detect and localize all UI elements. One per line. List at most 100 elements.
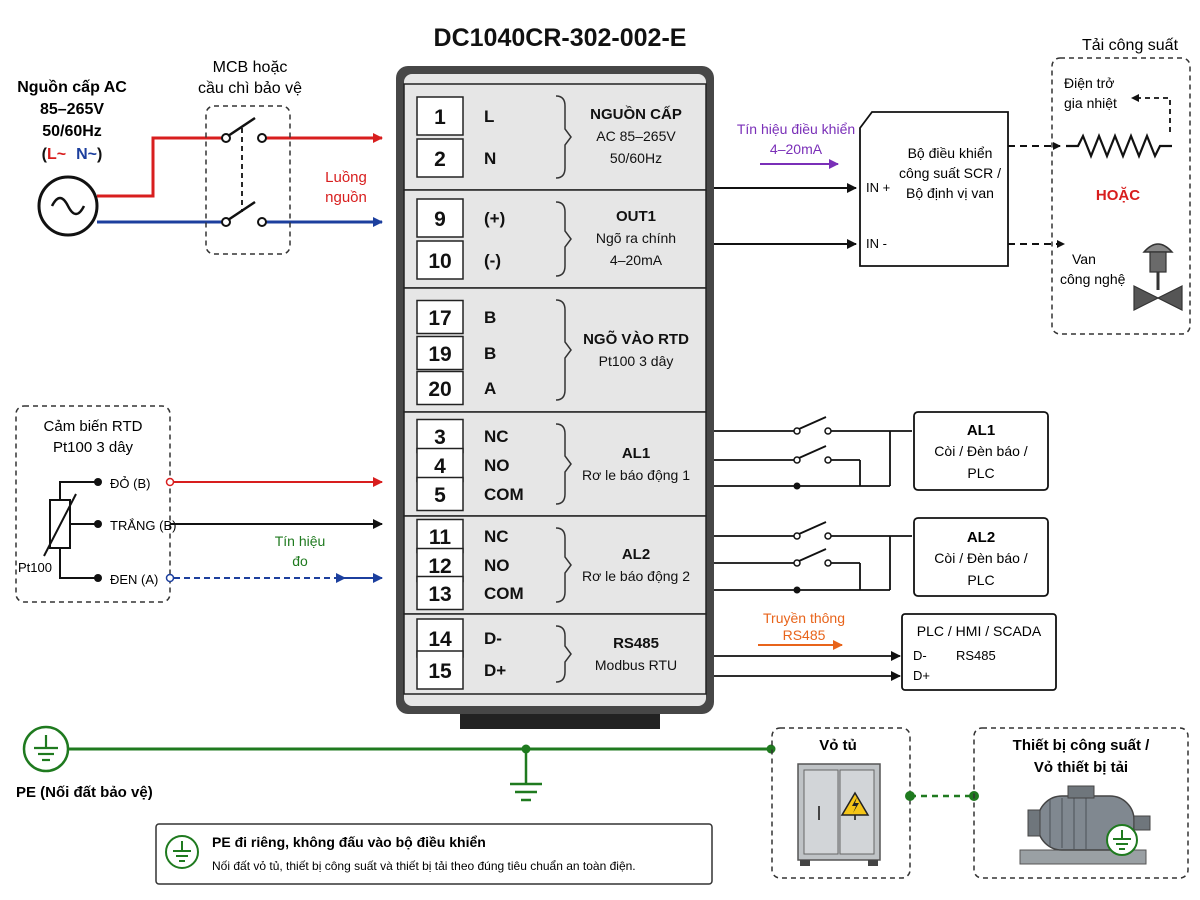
note-line-2: Nối đất vỏ tủ, thiết bị công suất và thi…	[212, 859, 636, 873]
l-wire	[97, 136, 228, 198]
al2-box-sub1: Còi / Đèn báo /	[934, 550, 1027, 566]
ac-source-title: Nguồn cấp AC	[17, 79, 127, 96]
group-bracket	[555, 625, 572, 683]
plc-d-plus: D+	[913, 668, 930, 683]
power-flow-label-2: nguồn	[325, 189, 367, 206]
terminal-group-subtitle: Rơ le báo động 1	[582, 467, 690, 483]
group-bracket	[555, 201, 572, 277]
terminal-screw-box	[416, 447, 464, 483]
note-box: PE đi riêng, không đấu vào bộ điều khiển…	[155, 823, 713, 885]
terminal-group-title: AL1	[622, 445, 650, 462]
white-wire-label: TRẮNG (B)	[110, 518, 176, 533]
cabinet-outline	[771, 727, 911, 879]
load-outline	[1051, 57, 1191, 335]
terminal-label: D-	[484, 629, 502, 648]
terminal-number: 4	[434, 455, 446, 478]
mcb-label-2: cầu chì bảo vệ	[198, 80, 302, 97]
earth-ground-icon	[510, 749, 542, 802]
mcb-label-1: MCB hoặc	[213, 59, 288, 76]
equipment-label-2: Vỏ thiết bị tải	[1034, 759, 1128, 776]
terminal-group-subtitle: Ngõ ra chính	[596, 230, 676, 246]
terminal-number: 9	[434, 208, 446, 231]
terminal-label: N	[484, 149, 496, 168]
terminal-label: (+)	[484, 209, 505, 228]
terminal-screw-box	[416, 96, 464, 136]
ac-source-voltage: 85–265V	[40, 101, 104, 118]
mcb-outline	[205, 105, 291, 255]
terminal-number: 14	[428, 628, 452, 651]
terminal-number: 15	[428, 660, 452, 683]
al1-alarm-box: AL1 Còi / Đèn báo / PLC	[913, 411, 1049, 491]
scr-label-3: Bộ định vị van	[906, 185, 994, 201]
terminal-screw-box	[416, 198, 464, 238]
or-label: HOẶC	[1096, 187, 1140, 204]
group-bracket	[555, 527, 572, 603]
terminal-group-subtitle-2: 50/60Hz	[610, 150, 662, 166]
terminal-group-title: NGÕ VÀO RTD	[583, 330, 689, 348]
paren-open: (	[42, 146, 48, 163]
terminal-screw-box	[416, 370, 464, 406]
group-bracket	[555, 299, 572, 401]
comm-label-1: Truyền thông	[763, 610, 845, 626]
equipment-ground-icon	[1106, 824, 1138, 856]
terminal-screw-box	[416, 518, 464, 554]
terminal-label: B	[484, 344, 496, 363]
terminal-number: 11	[429, 526, 452, 549]
terminal-number: 2	[434, 148, 446, 171]
al1-relay-wiring	[714, 416, 912, 490]
heater-label-1: Điện trở	[1064, 75, 1114, 91]
rtd-wire-bottom	[59, 548, 98, 579]
terminal-group-subtitle: Rơ le báo động 2	[582, 568, 690, 584]
plc-box: PLC / HMI / SCADA D- RS485 D+	[901, 613, 1057, 691]
terminal-group-subtitle: AC 85–265V	[596, 128, 676, 144]
terminal-number: 20	[428, 378, 451, 401]
paren-close: )	[97, 146, 102, 163]
signal-label-1: Tín hiệu	[275, 533, 326, 549]
control-signal-label-2: 4–20mA	[770, 141, 823, 157]
terminal-label: L	[484, 107, 494, 126]
terminal-label: COM	[484, 485, 524, 504]
pt100-slash	[43, 493, 77, 557]
terminal-screw-box	[416, 138, 464, 178]
equipment-group: Thiết bị công suất / Vỏ thiết bị tải	[973, 727, 1189, 879]
terminal-label: (-)	[484, 251, 501, 270]
scr-in-minus: IN -	[866, 236, 887, 251]
terminal-number: 12	[428, 555, 451, 578]
terminal-screw-box	[416, 240, 464, 280]
al2-relay-wiring	[714, 521, 912, 594]
group-bracket	[555, 423, 572, 505]
black-wire-node	[165, 573, 175, 583]
rtd-wire-top	[59, 481, 98, 500]
al2-box-title: AL2	[967, 529, 995, 546]
al1-box-title: AL1	[967, 422, 995, 439]
cabinet-group: Vỏ tủ	[771, 727, 911, 879]
terminal-label: COM	[484, 584, 524, 603]
power-load: Tải công suất Điện trở gia nhiệt HOẶC Va…	[1008, 37, 1191, 335]
mcb: MCB hoặc cầu chì bảo vệ	[198, 59, 302, 255]
scr-label-1: Bộ điều khiển	[908, 145, 993, 161]
terminal-label: NC	[484, 427, 509, 446]
ac-source-phase-labels: (L~N~)	[42, 146, 103, 163]
power-wires	[97, 133, 383, 227]
equipment-outline	[973, 727, 1189, 879]
white-wire-terminal	[94, 520, 102, 528]
mcb-contact	[257, 133, 267, 143]
group-bracket	[555, 95, 572, 179]
terminal-number: 13	[428, 583, 451, 606]
black-wire-terminal	[94, 574, 102, 582]
rtd-sensor: Cảm biến RTD Pt100 3 dây Pt100 ĐỎ (B) TR…	[15, 405, 176, 603]
terminal-label: NO	[484, 556, 510, 575]
terminal-label: B	[484, 308, 496, 327]
cabinet-pe-junction	[766, 744, 776, 754]
terminal-screw-box	[416, 575, 464, 611]
diagram-title: DC1040CR-302-002-E	[434, 24, 687, 52]
mcb-contact	[257, 217, 267, 227]
signal-label-2: đo	[292, 553, 308, 569]
sine-wave-icon	[50, 196, 86, 216]
heater-label-2: gia nhiệt	[1064, 95, 1117, 111]
